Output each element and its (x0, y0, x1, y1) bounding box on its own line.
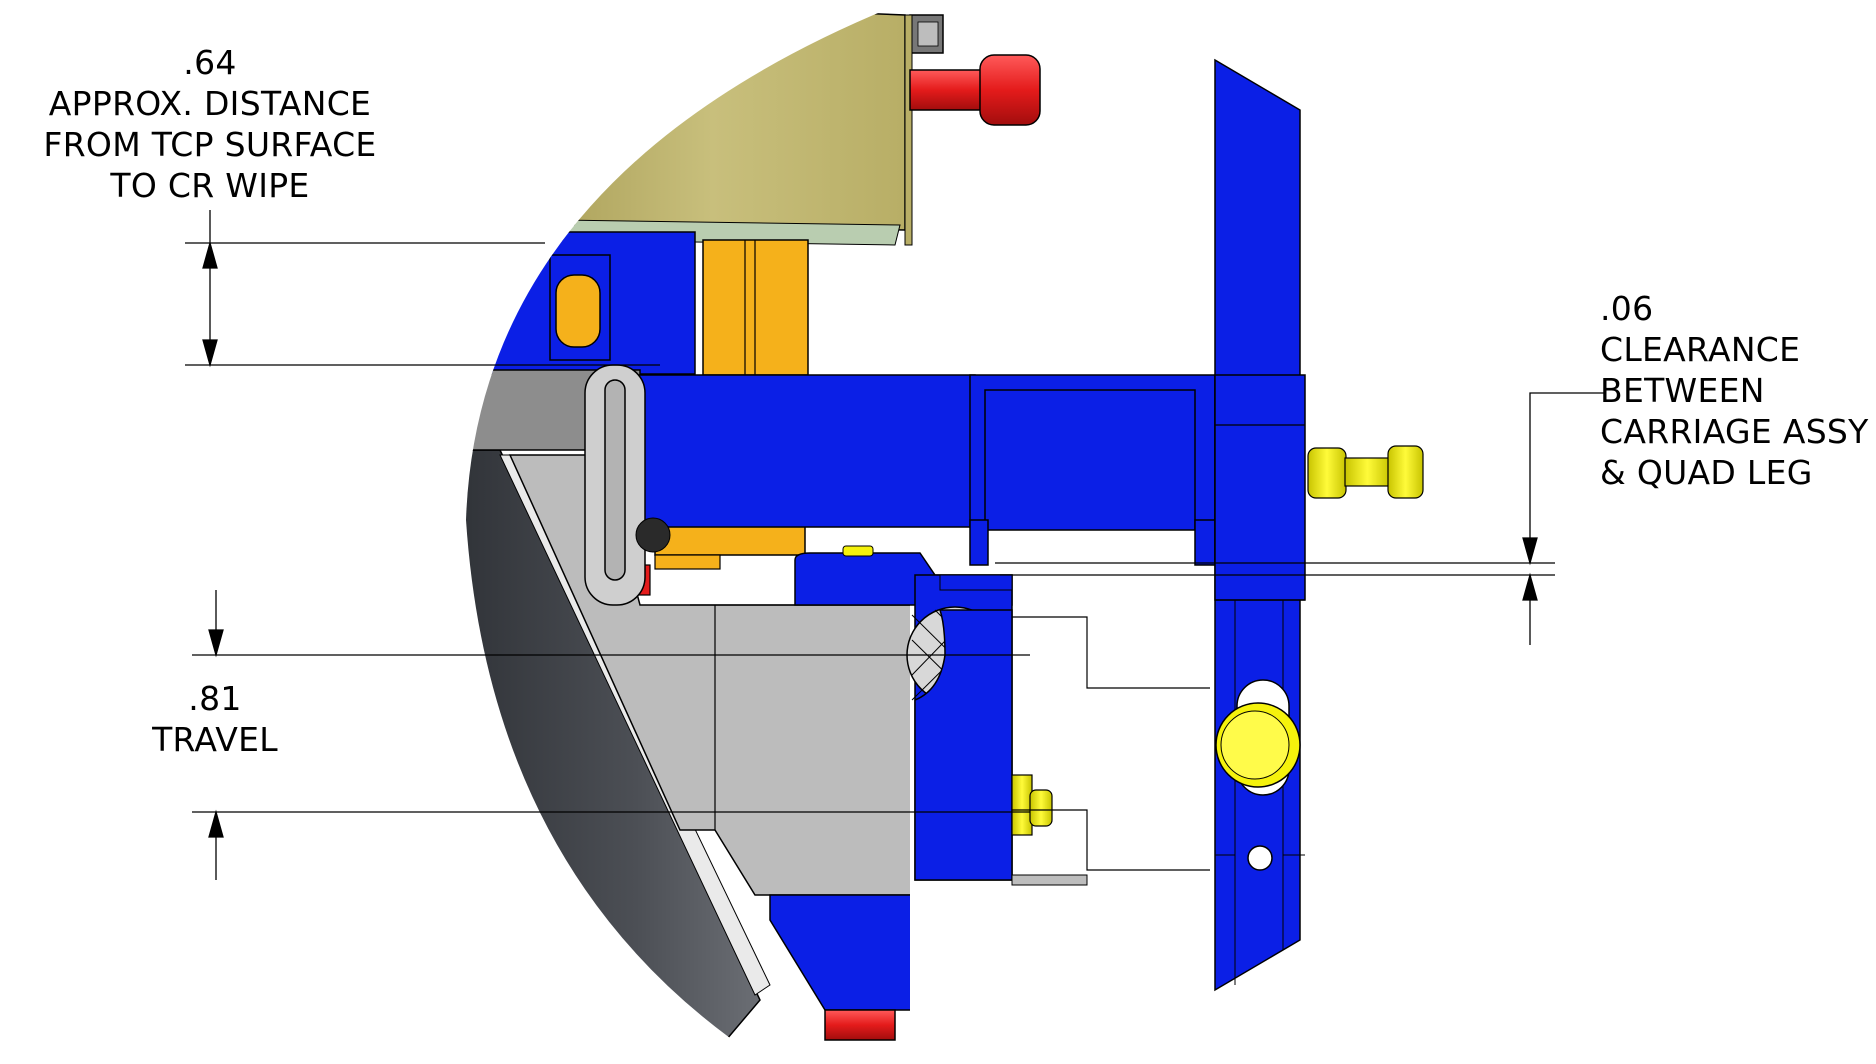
yellow-leg-screw-head-2 (1387, 445, 1424, 499)
quad-leg-hole (1247, 845, 1273, 871)
blue-arm-lower-tab-right (1194, 519, 1216, 566)
travel-annotation: .81 TRAVEL (135, 678, 295, 760)
yellow-leg-screw-shank (1344, 457, 1391, 487)
distance-value: .64 (183, 43, 237, 82)
blue-lower-block (769, 894, 910, 1011)
yellow-leg-screw-head (1307, 447, 1347, 499)
orange-lower-plate-step (654, 554, 721, 570)
clearance-line1: CLEARANCE (1600, 330, 1801, 369)
distance-line2: FROM TCP SURFACE (43, 125, 377, 164)
clearance-line2: BETWEEN (1600, 371, 1765, 410)
dimension-081 (192, 590, 1030, 880)
distance-line1: APPROX. DISTANCE (48, 84, 372, 123)
blue-arm-pocket (984, 389, 1196, 531)
clearance-annotation: .06 CLEARANCE BETWEEN CARRIAGE ASSY & QU… (1600, 288, 1870, 493)
clearance-value: .06 (1600, 289, 1654, 328)
yellow-knob-face (1220, 710, 1290, 780)
clearance-line3: CARRIAGE ASSY (1600, 412, 1869, 451)
dimension-006 (995, 392, 1605, 645)
gray-link-bar (1011, 874, 1088, 886)
red-screw-shank (909, 69, 986, 111)
yellow-small-screw (842, 545, 874, 557)
blue-arm-lower-tab-left (969, 519, 989, 566)
distance-line3: TO CR WIPE (110, 166, 310, 205)
slot-opening (604, 379, 626, 581)
yellow-clamp-screw-shank (1011, 774, 1033, 836)
blue-main-arm (599, 374, 976, 528)
travel-value: .81 (188, 679, 242, 718)
distance-annotation: .64 APPROX. DISTANCE FROM TCP SURFACE TO… (30, 42, 390, 206)
black-roller (635, 517, 671, 553)
dimension-064 (185, 210, 660, 368)
quad-leg-upper-block (1214, 374, 1306, 601)
yellow-clamp-screw-head (1029, 789, 1053, 827)
travel-line1: TRAVEL (152, 720, 278, 759)
clamp-neck (939, 574, 1013, 591)
gray-cap-inner (917, 21, 939, 47)
tan-plate (519, 0, 906, 231)
red-bottom-part (824, 1009, 896, 1041)
red-screw-head (979, 54, 1041, 126)
tan-plate-right (904, 14, 913, 246)
clearance-line4: & QUAD LEG (1600, 453, 1813, 492)
link-outline (1012, 616, 1210, 871)
orange-lower-plate (654, 524, 806, 556)
orange-bearing (555, 274, 601, 348)
